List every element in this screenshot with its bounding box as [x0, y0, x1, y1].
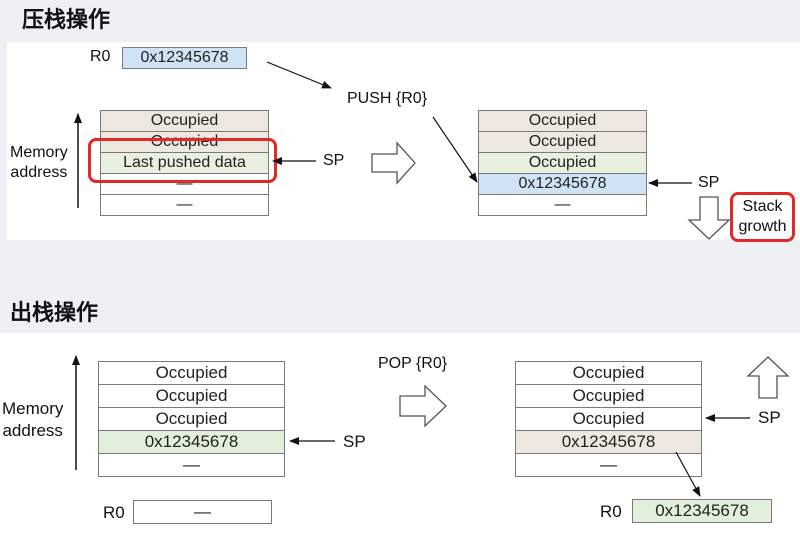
- stack-cell: —: [100, 194, 269, 216]
- stack-cell: Occupied: [100, 110, 269, 132]
- push-memory-address-label: Memory address: [10, 143, 68, 183]
- pop-section-title: 出栈操作: [10, 301, 99, 326]
- stack-cell: —: [478, 194, 647, 216]
- stack-cell: —: [98, 453, 285, 477]
- stack-growth-label: Stack growth: [734, 197, 791, 237]
- stack-cell: 0x12345678: [515, 430, 702, 454]
- pop-r0-before-label: R0: [103, 503, 125, 522]
- pop-sp-before-label: SP: [343, 432, 366, 451]
- pop-memory-address-label: Memory address: [2, 398, 63, 442]
- push-sp-before-label: SP: [323, 152, 345, 169]
- stack-growth-highlight: [730, 192, 795, 242]
- push-axis-line2: address: [10, 164, 68, 181]
- stack-cell: Occupied: [98, 384, 285, 408]
- r0-to-push-arrow: [266, 61, 332, 89]
- push-r0-label: R0: [90, 48, 111, 65]
- pop-transition-arrow: [399, 384, 447, 428]
- push-sp-after-label: SP: [698, 174, 720, 191]
- pop-r0-after-register: 0x12345678: [632, 499, 772, 523]
- push-to-stack-arrow: [432, 116, 478, 183]
- growth-line2: growth: [738, 218, 787, 235]
- growth-line1: Stack: [742, 198, 783, 215]
- stack-cell: Last pushed data: [100, 152, 269, 174]
- stack-cell: Occupied: [478, 131, 647, 153]
- stack-shrink-arrow-icon: [746, 356, 790, 399]
- push-axis-line1: Memory: [10, 144, 68, 161]
- pop-operation-label: POP {R0}: [378, 355, 448, 372]
- stack-cell: —: [515, 453, 702, 477]
- stack-growth-arrow-icon: [687, 196, 731, 240]
- pop-r0-before-register: —: [133, 500, 272, 524]
- pop-data-to-r0-arrow: [675, 451, 701, 497]
- push-section-title: 压栈操作: [22, 8, 111, 33]
- pop-axis-line1: Memory: [2, 399, 64, 418]
- stack-cell: Occupied: [515, 384, 702, 408]
- pop-axis-line2: address: [2, 421, 63, 440]
- push-operation-label: PUSH {R0}: [347, 90, 428, 107]
- stack-cell: Occupied: [515, 407, 702, 431]
- stack-cell: Occupied: [98, 407, 285, 431]
- stack-cell: Occupied: [478, 110, 647, 132]
- push-r0-register: 0x12345678: [122, 47, 247, 69]
- pop-sp-after-label: SP: [758, 408, 781, 427]
- stack-cell: Occupied: [515, 361, 702, 385]
- pop-r0-after-label: R0: [600, 502, 622, 521]
- push-transition-arrow: [371, 141, 416, 185]
